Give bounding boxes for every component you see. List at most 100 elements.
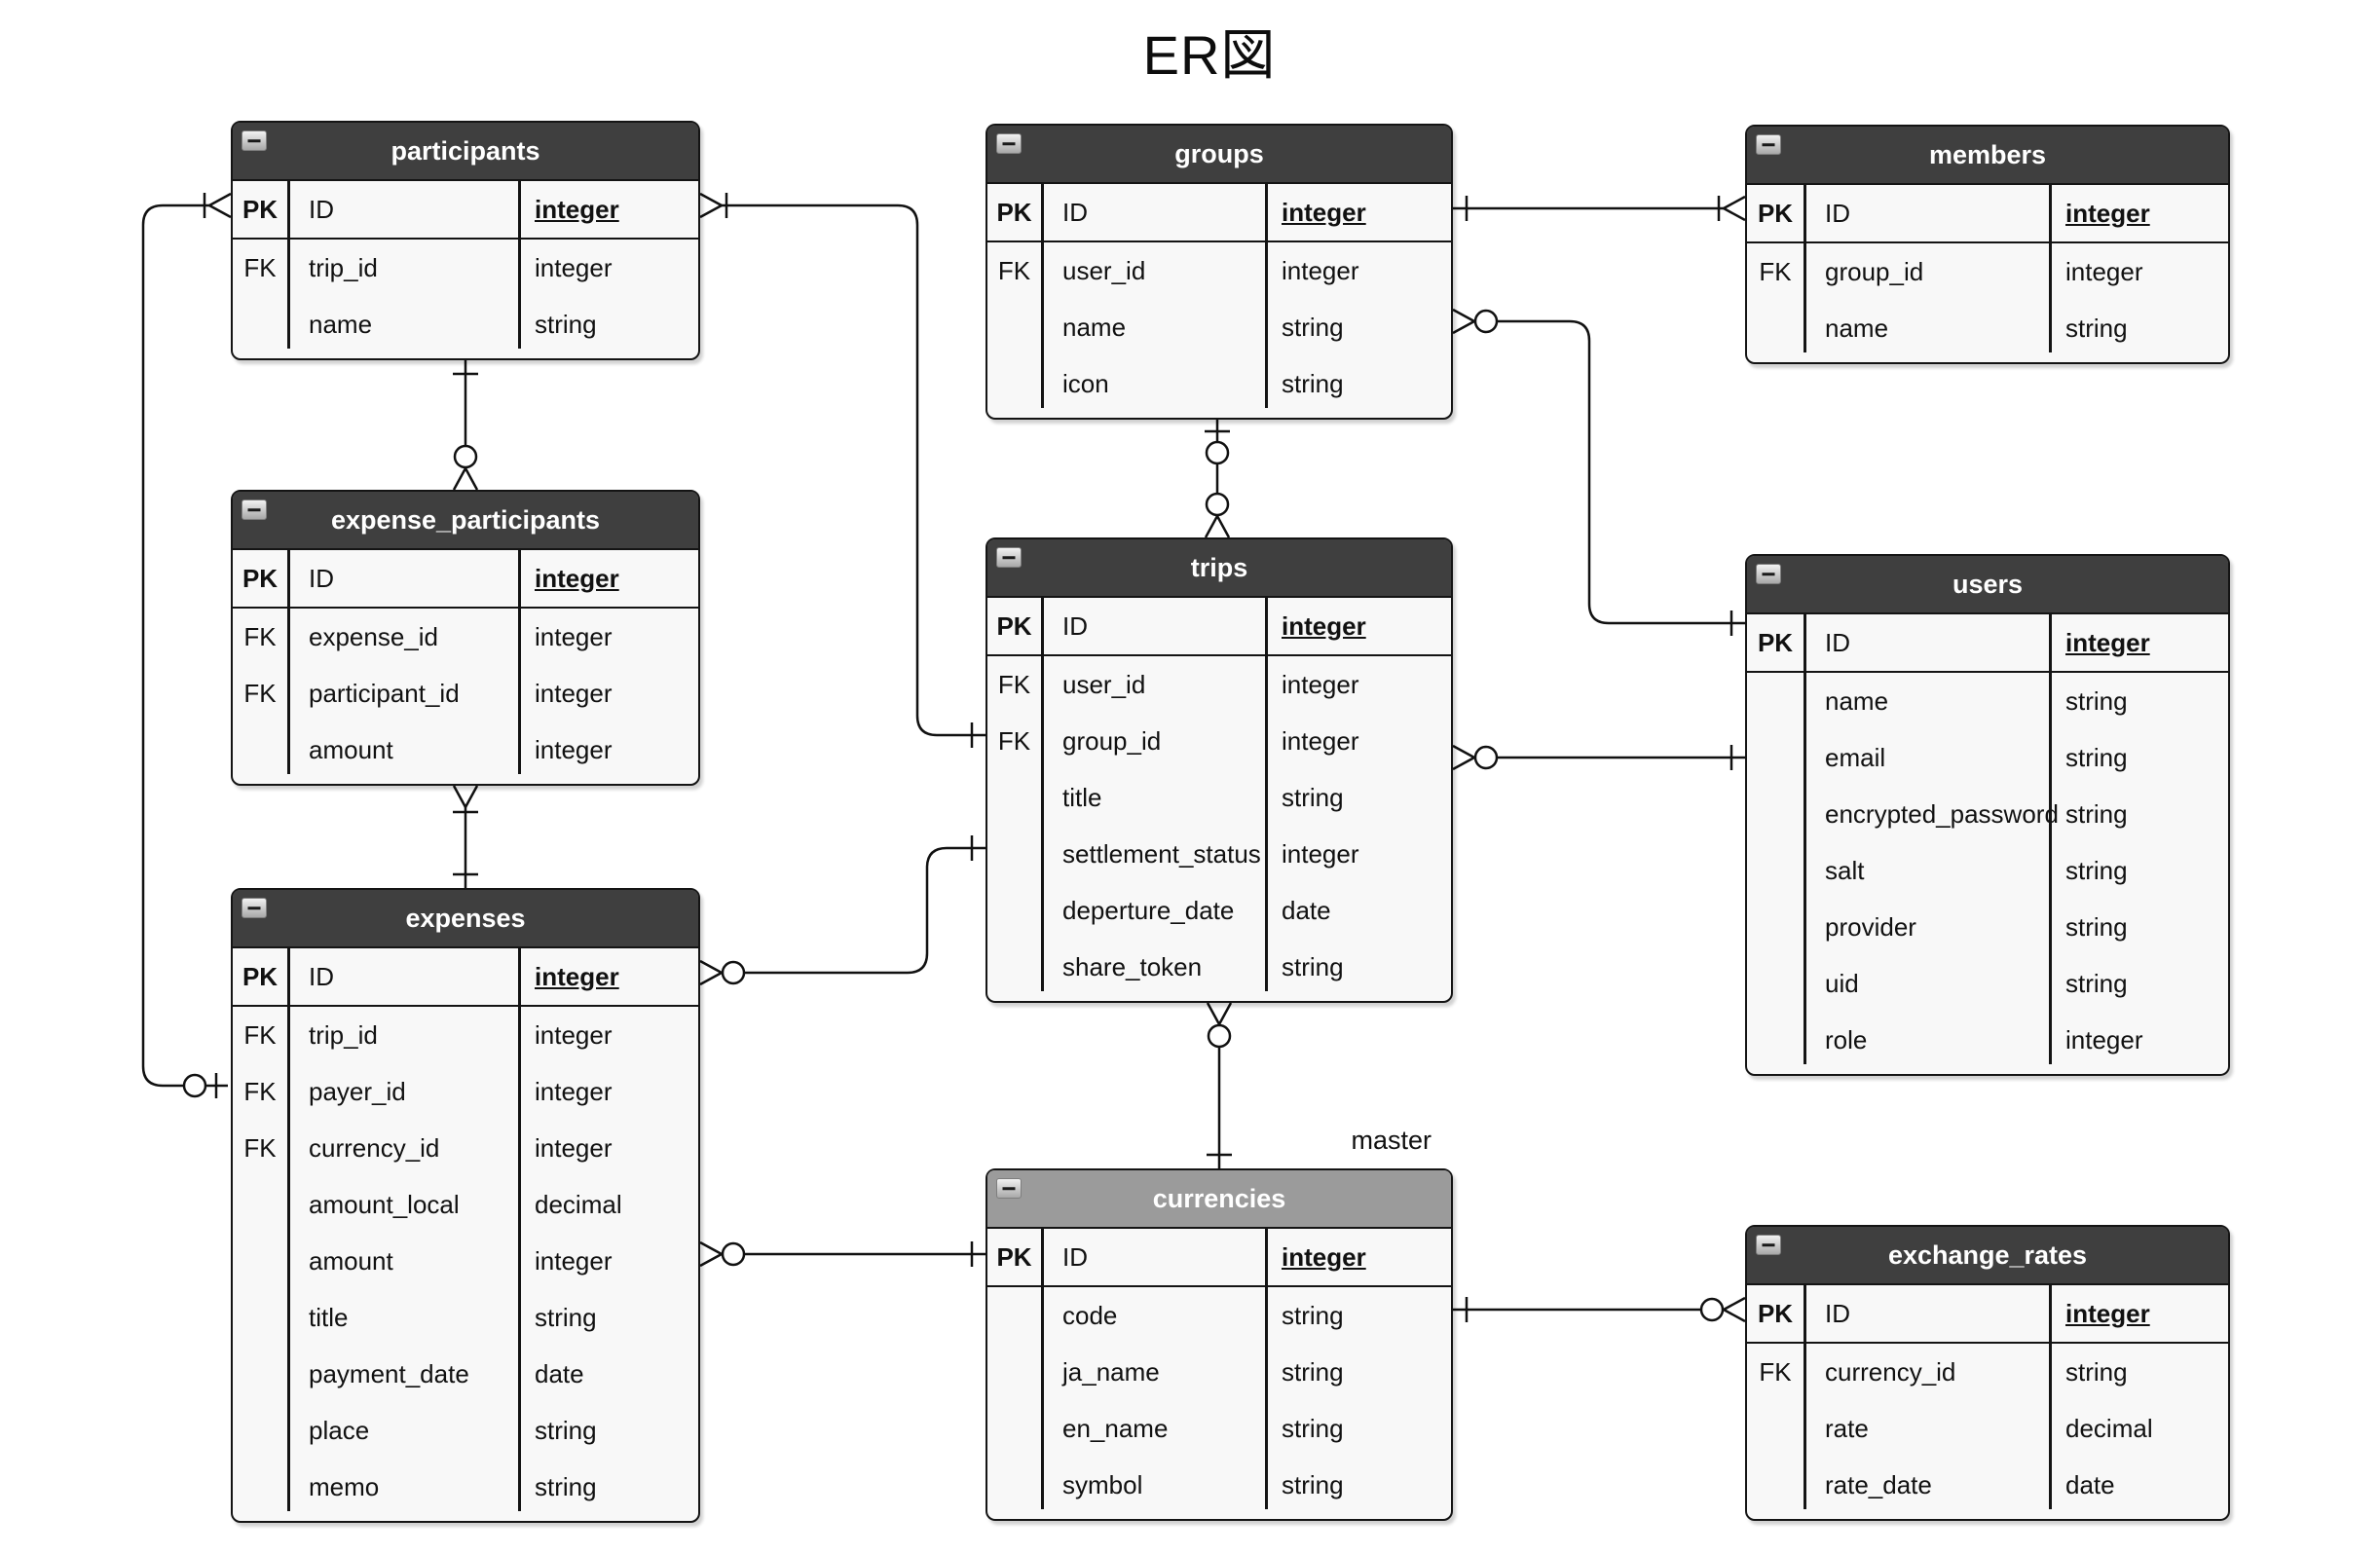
field-type: string	[535, 1303, 597, 1332]
collapse-icon[interactable]	[996, 547, 1022, 568]
column-divider	[2049, 1283, 2052, 1509]
field-key: FK	[243, 1133, 277, 1163]
column-divider	[518, 179, 521, 349]
field-name: payer_id	[309, 1077, 406, 1106]
entity-title: exchange_rates	[1887, 1240, 2088, 1270]
field-name: title	[309, 1303, 349, 1332]
field-key: FK	[243, 1077, 277, 1106]
column-divider	[1804, 183, 1806, 352]
field-name: group_id	[1825, 257, 1924, 286]
field-name: name	[1825, 686, 1889, 716]
column-divider	[1041, 596, 1044, 991]
field-name: name	[1825, 314, 1889, 343]
field-type: string	[1282, 369, 1344, 398]
relationship-trips-currencies	[1206, 1002, 1233, 1168]
field-type: integer	[535, 1077, 613, 1106]
field-name: amount	[309, 735, 393, 764]
collapse-icon[interactable]	[996, 133, 1022, 154]
field-name: payment_date	[309, 1359, 469, 1388]
entity-header-users: users	[1747, 556, 2228, 614]
field-key: PK	[996, 611, 1032, 641]
field-name: currency_id	[309, 1133, 440, 1163]
field-type: string	[2065, 969, 2128, 998]
field-key: FK	[243, 679, 277, 708]
field-type: date	[2065, 1470, 2115, 1499]
relationship-participants-expense_participants	[452, 360, 479, 491]
field-name: name	[1062, 313, 1127, 342]
field-type: string	[1282, 1301, 1344, 1330]
field-type: integer	[2065, 628, 2150, 657]
column-divider	[1041, 182, 1044, 408]
field-name: rate_date	[1825, 1470, 1932, 1499]
entity-header-trips: trips	[987, 539, 1451, 598]
field-row-expenses-title: title string	[233, 1289, 698, 1346]
field-name: participant_id	[309, 679, 460, 708]
field-name: ID	[309, 962, 334, 991]
field-key: PK	[1757, 199, 1794, 228]
collapse-icon[interactable]	[242, 898, 267, 918]
field-key: PK	[242, 195, 279, 224]
field-name: icon	[1062, 369, 1109, 398]
collapse-icon[interactable]	[1756, 1235, 1781, 1255]
field-type: integer	[2065, 199, 2150, 228]
field-type: string	[535, 310, 597, 339]
entity-title: expenses	[405, 904, 526, 933]
field-key: FK	[243, 622, 277, 651]
relationship-expense_participants-expenses	[452, 785, 479, 888]
relationship-participants-trips	[699, 192, 985, 748]
collapse-icon[interactable]	[1756, 134, 1781, 155]
field-type: string	[2065, 912, 2128, 942]
entity-header-currencies: currencies	[987, 1170, 1451, 1229]
collapse-icon[interactable]	[996, 1178, 1022, 1199]
collapse-icon[interactable]	[242, 130, 267, 151]
column-divider	[1265, 596, 1268, 991]
collapse-icon[interactable]	[1756, 564, 1781, 584]
minus-glyph	[1002, 555, 1016, 560]
field-key: FK	[243, 253, 277, 282]
field-type: integer	[535, 962, 619, 991]
field-row-expenses-payment_date: payment_date date	[233, 1346, 698, 1402]
field-name: user_id	[1062, 256, 1146, 285]
field-type: date	[1282, 896, 1331, 925]
entity-header-groups: groups	[987, 126, 1451, 184]
field-type: date	[535, 1359, 584, 1388]
field-name: encrypted_password	[1825, 799, 2059, 829]
column-divider	[1804, 1283, 1806, 1509]
field-key: FK	[997, 670, 1031, 699]
entity-title: users	[1952, 570, 2024, 599]
relationship-currencies-exchange_rates	[1453, 1296, 1746, 1323]
entity-header-participants: participants	[233, 123, 698, 181]
column-divider	[2049, 183, 2052, 352]
entity-title: participants	[390, 136, 540, 166]
field-name: title	[1062, 783, 1102, 812]
field-type: integer	[535, 622, 613, 651]
collapse-icon[interactable]	[242, 500, 267, 520]
entity-header-expenses: expenses	[233, 890, 698, 948]
entity-header-expense_participants: expense_participants	[233, 492, 698, 550]
